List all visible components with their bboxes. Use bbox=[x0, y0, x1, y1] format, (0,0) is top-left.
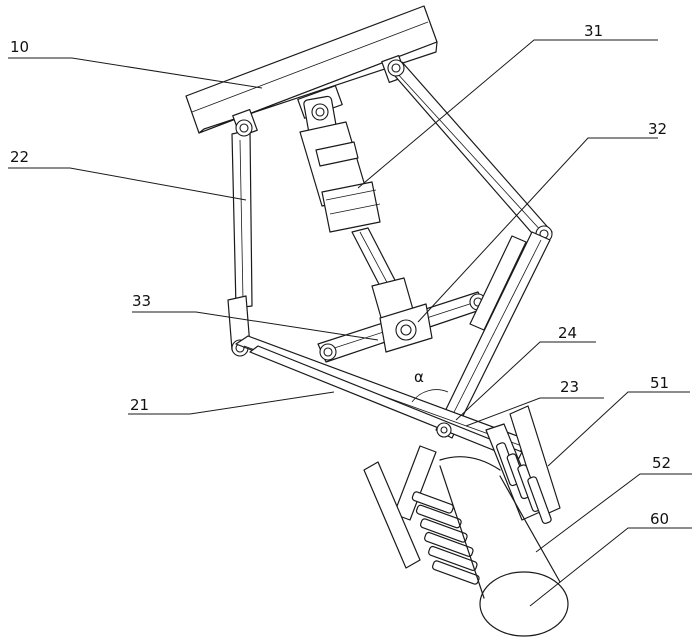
label-32: 32 bbox=[648, 120, 667, 138]
label-alpha: α bbox=[414, 368, 424, 386]
label-33: 33 bbox=[132, 292, 151, 310]
right-jaw bbox=[485, 405, 561, 525]
label-31: 31 bbox=[584, 22, 603, 40]
left-finger-pads bbox=[411, 491, 480, 585]
right-finger-pads bbox=[496, 442, 552, 525]
label-21: 21 bbox=[130, 396, 149, 414]
left-link bbox=[227, 119, 253, 357]
label-10: 10 bbox=[10, 38, 29, 56]
label-52: 52 bbox=[652, 454, 671, 472]
right-upper-link bbox=[387, 59, 553, 243]
label-51: 51 bbox=[650, 374, 669, 392]
left-jaw bbox=[363, 445, 480, 585]
label-22: 22 bbox=[10, 148, 29, 166]
reference-labels: 10 22 31 32 33 24 23 21 51 52 60 α bbox=[10, 22, 671, 528]
angle-arc bbox=[411, 389, 449, 403]
label-60: 60 bbox=[650, 510, 669, 528]
label-23: 23 bbox=[560, 378, 579, 396]
label-24: 24 bbox=[558, 324, 577, 342]
held-object bbox=[439, 456, 569, 637]
right-lower-link bbox=[435, 231, 551, 439]
actuator-cylinder bbox=[299, 95, 417, 329]
leader-lines bbox=[8, 39, 692, 607]
lower-arm bbox=[235, 335, 529, 461]
